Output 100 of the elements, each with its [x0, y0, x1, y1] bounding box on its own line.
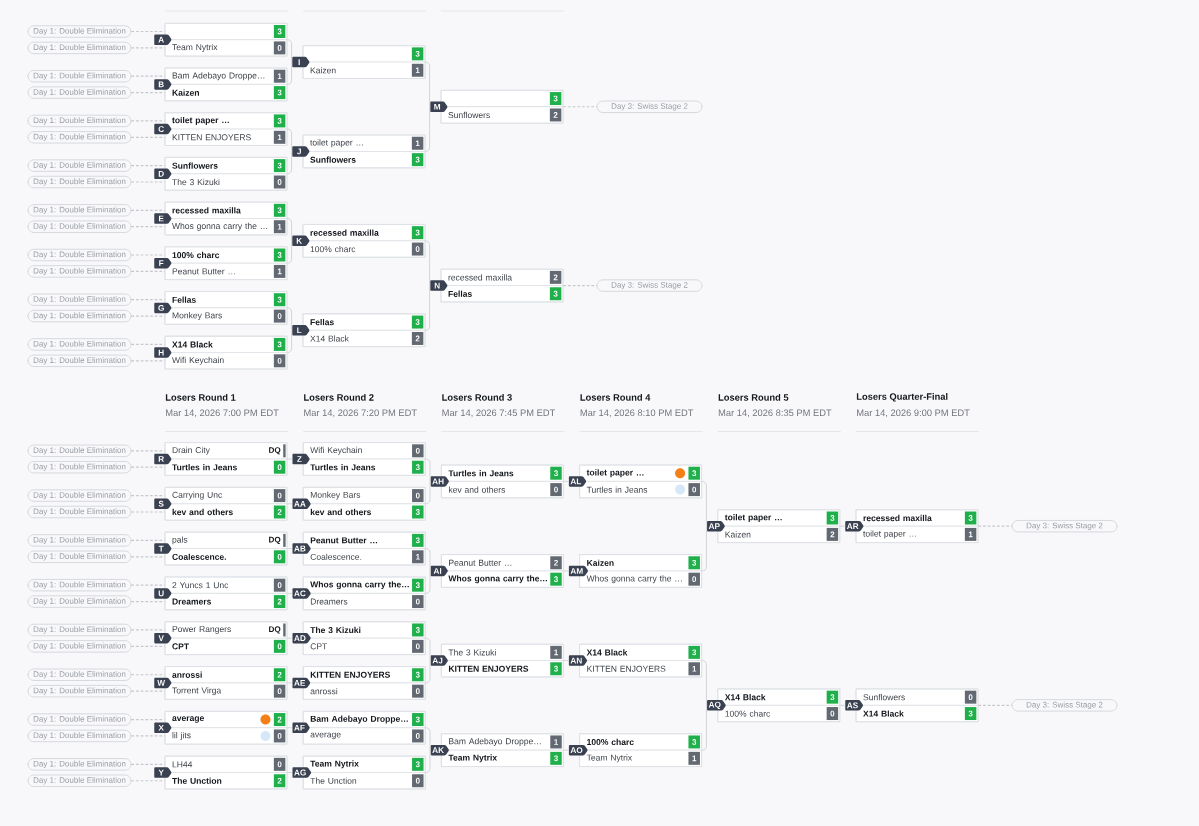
match-badge: AP — [707, 520, 725, 532]
source-pill: Day 3: Swiss Stage 2 — [596, 279, 703, 292]
score-badge: 3 — [688, 735, 700, 749]
source-pill: Day 1: Double Elimination — [27, 248, 132, 262]
bracket-line — [425, 240, 430, 286]
match-badge: A — [154, 34, 172, 45]
score-badge: 0 — [412, 595, 424, 609]
dashed-connector — [130, 209, 166, 211]
dashed-connector — [130, 47, 166, 49]
match-badge: J — [292, 146, 310, 157]
source-pill: Day 1: Double Elimination — [27, 668, 132, 681]
source-pill: Day 3: Swiss Stage 2 — [1011, 699, 1118, 712]
match-badge: D — [154, 168, 172, 180]
score-badge: 0 — [550, 483, 562, 497]
match-badge: F — [154, 257, 172, 269]
match-badge: I — [292, 56, 310, 68]
score-text: DQ — [269, 626, 281, 634]
dashed-connector — [130, 120, 166, 122]
dashed-connector — [130, 136, 166, 138]
bracket-line — [425, 481, 431, 505]
match-badge: B — [154, 79, 172, 90]
match-badge: AR — [845, 520, 864, 532]
round-date: Mar 14, 2026 7:20 PM EDT — [304, 409, 417, 418]
source-pill: Day 1: Double Elimination — [27, 25, 132, 38]
bracket-line — [287, 329, 292, 353]
round-title: Losers Quarter-Final — [856, 393, 948, 402]
dashed-connector — [130, 629, 166, 631]
match-badge: AQ — [707, 700, 726, 711]
match-badge: U — [154, 588, 172, 599]
dashed-connector — [130, 556, 166, 558]
bracket-line — [287, 61, 292, 85]
bracket-line — [287, 548, 293, 549]
score-badge: 1 — [550, 645, 562, 659]
match-badge: H — [154, 347, 172, 358]
source-pill: Day 1: Double Elimination — [27, 774, 132, 787]
match-badge: M — [430, 101, 448, 112]
match-badge: AN — [568, 655, 588, 666]
source-pill: Day 1: Double Elimination — [27, 41, 132, 55]
dashed-connector — [130, 299, 166, 301]
source-pill: Day 3: Swiss Stage 2 — [596, 100, 703, 113]
bracket-line — [425, 458, 431, 482]
score-badge: 3 — [550, 751, 562, 765]
bracket-line — [425, 106, 430, 152]
dashed-connector — [130, 674, 166, 676]
match-badge: L — [292, 325, 310, 336]
dashed-connector — [130, 780, 166, 782]
source-pill: Day 3: Swiss Stage 2 — [1011, 520, 1118, 533]
source-pill: Day 1: Double Elimination — [27, 204, 132, 217]
bracket-line — [701, 704, 707, 751]
dashed-connector — [130, 343, 166, 345]
bracket-line — [425, 285, 430, 331]
score-badge: 3 — [412, 713, 424, 727]
match-badge: AA — [292, 498, 311, 510]
match-badge: E — [154, 213, 172, 224]
score-badge: 3 — [412, 623, 424, 637]
bracket-line — [701, 660, 707, 706]
dashed-connector — [130, 450, 166, 452]
source-pill: Day 1: Double Elimination — [27, 489, 132, 502]
bracket-line — [287, 772, 293, 773]
match-badge: S — [154, 498, 172, 510]
round-date: Mar 14, 2026 9:00 PM EDT — [857, 409, 970, 418]
match-badge: V — [154, 632, 172, 644]
round-date: Mar 14, 2026 8:10 PM EDT — [580, 409, 694, 418]
source-pill: Day 1: Double Elimination — [27, 713, 132, 726]
dashed-connector — [130, 690, 166, 692]
score-text: DQ — [269, 447, 281, 455]
dashed-connector — [562, 106, 598, 108]
score-badge: 1 — [550, 735, 562, 749]
match-badge: R — [154, 453, 172, 465]
bracket-line — [425, 570, 431, 594]
score-badge: 3 — [412, 460, 424, 474]
score-badge: 3 — [550, 572, 562, 586]
bracket-line — [563, 660, 569, 661]
match-badge: AG — [292, 767, 312, 778]
score-badge: 3 — [550, 662, 562, 676]
bracket-line — [839, 704, 845, 706]
match-badge: AB — [292, 543, 311, 554]
round-title: Losers Round 1 — [165, 393, 236, 401]
score-badge: 0 — [412, 444, 424, 458]
bracket-line — [425, 61, 430, 108]
match-badge: AH — [430, 476, 449, 487]
source-pill: Day 1: Double Elimination — [27, 623, 132, 637]
score-badge: 0 — [688, 572, 700, 586]
bracket-line — [701, 481, 707, 527]
round-title: Losers Round 4 — [580, 393, 651, 401]
score-badge: 3 — [688, 466, 700, 480]
round-title: Losers Round 2 — [304, 393, 374, 401]
score-badge: 3 — [412, 505, 424, 519]
score-badge: 0 — [412, 639, 424, 653]
score-badge: 1 — [688, 751, 700, 765]
match-badge: Y — [154, 767, 172, 778]
bracket-line — [425, 749, 431, 773]
source-pill: Day 1: Double Elimination — [27, 338, 132, 351]
source-pill: Day 1: Double Elimination — [27, 444, 132, 457]
match-badge: AF — [292, 722, 310, 733]
dashed-connector — [562, 284, 598, 287]
bracket-line — [287, 128, 292, 152]
score-badge: 3 — [688, 556, 700, 570]
match-badge: AS — [845, 700, 863, 711]
match-badge: AC — [292, 588, 311, 599]
